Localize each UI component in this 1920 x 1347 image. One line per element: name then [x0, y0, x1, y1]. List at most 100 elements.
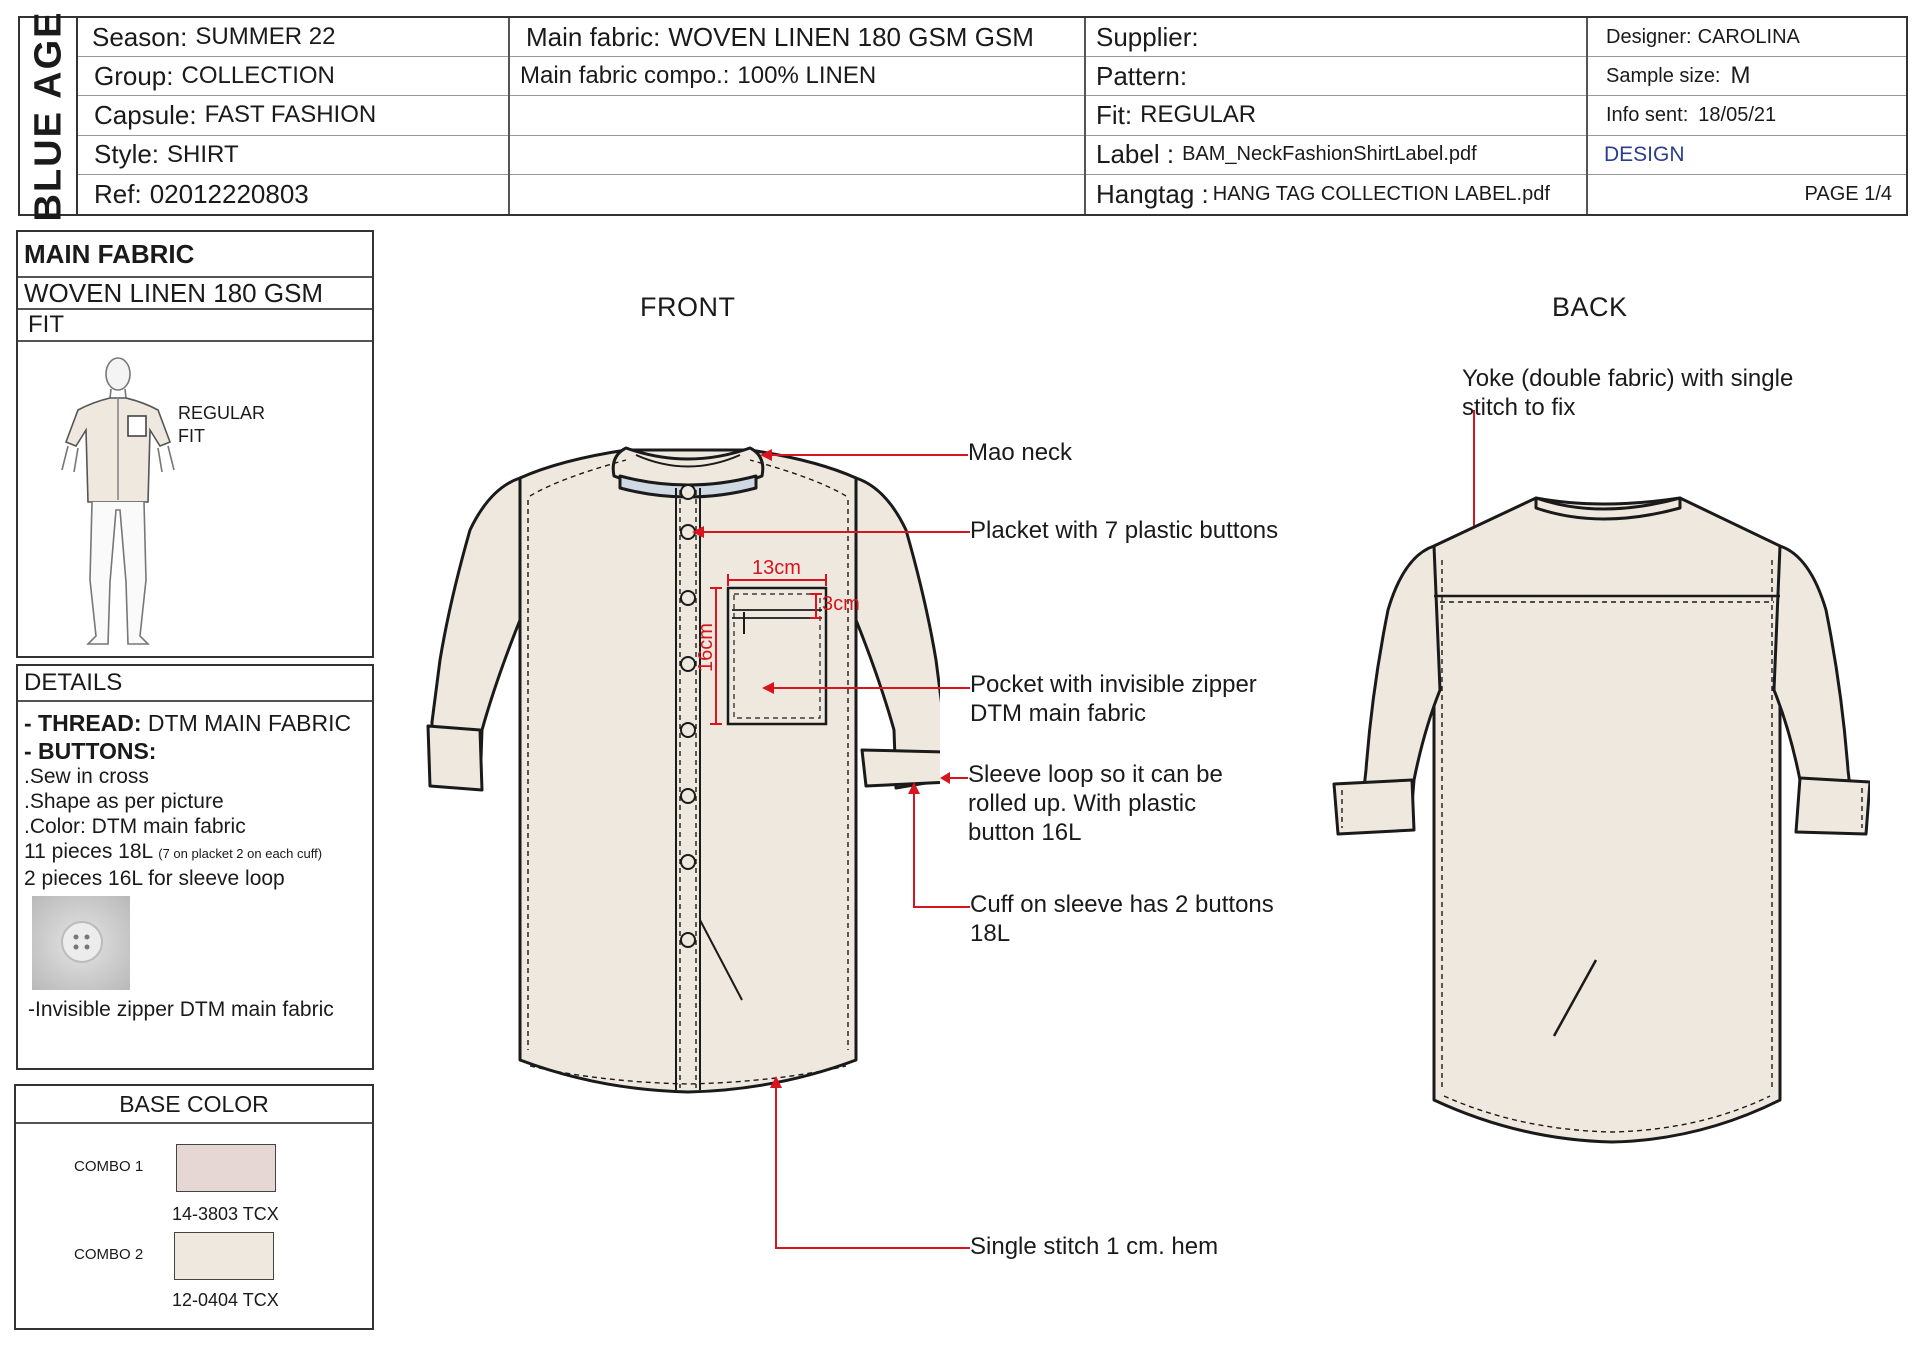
empty-cell [510, 96, 1084, 136]
info-sent-row: Info sent: 18/05/21 [1588, 96, 1906, 136]
pocket-height-label: 16cm [695, 623, 717, 672]
back-shirt-drawing [1332, 496, 1870, 1144]
base-color-title: BASE COLOR [16, 1086, 372, 1124]
brand-logo: BLUE AGE [20, 11, 78, 221]
button-sample-image [32, 896, 130, 990]
design-row: DESIGN [1588, 136, 1906, 175]
pocket-width-label: 13cm [752, 557, 801, 579]
combo-1-code: 14-3803 TCX [172, 1204, 279, 1224]
callout-loop-line: button 16L [968, 819, 1082, 846]
base-color-panel: BASE COLOR COMBO 1 14-3803 TCX COMBO 2 1… [14, 1084, 374, 1330]
combo-1-label: COMBO 1 [74, 1158, 144, 1175]
callout-placket: Placket with 7 plastic buttons [970, 517, 1279, 544]
front-shirt-drawing: 13cm 16cm 3cm [426, 446, 940, 1094]
empty-cell [510, 136, 1084, 175]
supplier-label: Supplier: [1096, 21, 1199, 52]
designer-label: Designer: [1606, 25, 1692, 48]
group-value: COLLECTION [181, 62, 335, 90]
fabric-compo-row: Main fabric compo.: 100% LINEN [510, 57, 1084, 97]
capsule-value: FAST FASHION [204, 101, 377, 129]
callout-yoke-line: Yoke (double fabric) with single [1462, 365, 1794, 392]
spec-header: BLUE AGE Season: SUMMER 22 Group: COLLEC… [18, 11, 1908, 221]
info-sent-value: 18/05/21 [1698, 103, 1777, 126]
style-value: SHIRT [167, 140, 239, 168]
details-line: .Shape as per picture [24, 790, 224, 813]
fit-desc-line: FIT [178, 426, 205, 446]
buttons-label: - BUTTONS: [24, 738, 157, 764]
combo-2-code: 12-0404 TCX [172, 1290, 279, 1310]
fit-title: FIT [18, 310, 372, 342]
sample-size-value: M [1730, 62, 1751, 90]
ref-row: Ref: 02012220803 [78, 175, 508, 214]
season-row: Season: SUMMER 22 [78, 18, 508, 58]
details-line: .Color: DTM main fabric [24, 815, 246, 838]
ref-value: 02012220803 [149, 178, 309, 209]
fit-row: Fit: REGULAR [1086, 96, 1586, 136]
callout-pocket-line: Pocket with invisible zipper [970, 671, 1257, 698]
fit-description: REGULAR FIT [178, 402, 265, 448]
callout-yoke: Yoke (double fabric) with single stitch … [1462, 364, 1793, 422]
back-view-title: BACK [1552, 292, 1628, 322]
combo-1-swatch [176, 1144, 276, 1192]
combo-2-swatch [174, 1232, 274, 1280]
callout-loop-line: rolled up. With plastic [968, 790, 1197, 817]
fit-value: REGULAR [1140, 101, 1257, 129]
callout-pocket-line: DTM main fabric [970, 700, 1147, 727]
season-label: Season: [92, 21, 188, 52]
group-row: Group: COLLECTION [78, 57, 508, 97]
info-sent-label: Info sent: [1606, 103, 1689, 126]
callout-sleeve-loop: Sleeve loop so it can be rolled up. With… [968, 760, 1223, 847]
hangtag-file[interactable]: HANG TAG COLLECTION LABEL.pdf [1212, 182, 1550, 205]
thread-value: DTM MAIN FABRIC [141, 710, 352, 736]
main-fabric-row: Main fabric: WOVEN LINEN 180 GSM GSM [510, 18, 1084, 58]
header-col-fabric: Main fabric: WOVEN LINEN 180 GSM GSM Mai… [510, 18, 1086, 214]
main-fabric-value: WOVEN LINEN 180 GSM GSM [668, 21, 1034, 52]
header-col-designer: Designer: CAROLINA Sample size: M Info s… [1588, 18, 1906, 214]
fabric-compo-value: 100% LINEN [737, 62, 877, 90]
hangtag-row: Hangtag : HANG TAG COLLECTION LABEL.pdf [1086, 175, 1586, 214]
pieces-line: 11 pieces 18L (7 on placket 2 on each cu… [24, 839, 366, 866]
thread-label: - THREAD: [24, 710, 142, 736]
callout-cuff-line: 18L [970, 920, 1011, 947]
sample-size-row: Sample size: M [1588, 57, 1906, 97]
fabric-compo-label: Main fabric compo.: [520, 62, 730, 90]
callout-cuff: Cuff on sleeve has 2 buttons 18L [970, 890, 1274, 948]
pieces-main: 11 pieces 18L [24, 840, 159, 863]
header-col-season: Season: SUMMER 22 Group: COLLECTION Caps… [78, 18, 510, 214]
main-fabric-title: MAIN FABRIC [18, 232, 372, 278]
callout-yoke-line: stitch to fix [1462, 394, 1576, 421]
designer-value: CAROLINA [1697, 25, 1800, 48]
page-number: PAGE 1/4 [1804, 182, 1892, 205]
pattern-label: Pattern: [1096, 60, 1188, 91]
details-body: - THREAD: DTM MAIN FABRIC - BUTTONS: .Se… [18, 702, 372, 897]
style-label: Style: [94, 139, 160, 170]
capsule-label: Capsule: [94, 99, 197, 130]
callout-mao-neck: Mao neck [968, 439, 1073, 466]
capsule-row: Capsule: FAST FASHION [78, 96, 508, 136]
combo-2-label: COMBO 2 [74, 1246, 144, 1263]
details-line: .Sew in cross [24, 765, 149, 788]
season-value: SUMMER 22 [195, 23, 336, 51]
fit-label: Fit: [1096, 99, 1133, 130]
hangtag-label: Hangtag : [1096, 178, 1209, 209]
pattern-row: Pattern: [1086, 57, 1586, 97]
fit-figure [61, 357, 175, 645]
callout-pocket: Pocket with invisible zipper DTM main fa… [970, 670, 1257, 728]
ref-label: Ref: [94, 178, 142, 209]
main-fabric-panel: MAIN FABRIC WOVEN LINEN 180 GSM FIT REGU… [16, 230, 374, 658]
group-label: Group: [94, 60, 174, 91]
label-file[interactable]: BAM_NeckFashionShirtLabel.pdf [1182, 143, 1477, 166]
design-link[interactable]: DESIGN [1604, 142, 1685, 166]
style-row: Style: SHIRT [78, 136, 508, 175]
callout-cuff-line: Cuff on sleeve has 2 buttons [970, 891, 1274, 918]
pieces-loop: 2 pieces 16L for sleeve loop [24, 867, 285, 890]
label-row: Label : BAM_NeckFashionShirtLabel.pdf [1086, 136, 1586, 175]
supplier-row: Supplier: [1086, 18, 1586, 58]
zipper-length-label: 3cm [822, 593, 860, 615]
callout-hem: Single stitch 1 cm. hem [970, 1233, 1219, 1260]
details-panel: DETAILS - THREAD: DTM MAIN FABRIC - BUTT… [16, 664, 374, 1070]
main-fabric-label: Main fabric: [526, 21, 661, 52]
pieces-note: (7 on placket 2 on each cuff) [158, 846, 323, 861]
sample-size-label: Sample size: [1606, 64, 1721, 87]
